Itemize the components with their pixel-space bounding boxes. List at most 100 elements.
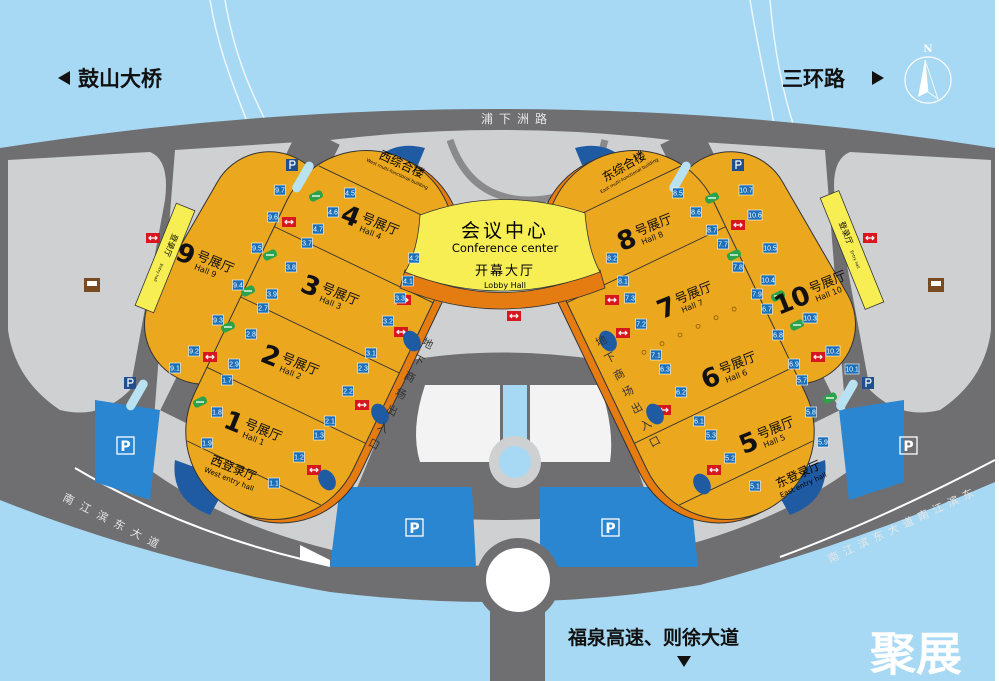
booth-3.1[interactable]: 3.1	[365, 347, 377, 359]
booth-7.2[interactable]: 7.2	[635, 318, 647, 330]
booth-6.2[interactable]: 6.2	[675, 386, 687, 398]
walkway-arrow-icon	[704, 192, 720, 204]
booth-6.7[interactable]: 6.7	[761, 303, 773, 315]
booth-3.8[interactable]: 3.8	[285, 261, 297, 273]
booth-number: 7.2	[636, 322, 646, 329]
exit-sign-icon	[203, 352, 217, 362]
direction-fuquan-expressway[interactable]: 福泉高速、则徐大道	[567, 626, 739, 649]
booth-number: 8.6	[691, 210, 701, 217]
booth-9.6[interactable]: 9.6	[267, 211, 279, 223]
booth-10.3[interactable]: 10.3	[802, 312, 818, 324]
booth-9.5[interactable]: 9.5	[251, 242, 263, 254]
underground-entrance-icon[interactable]	[643, 400, 668, 427]
booth-1.8[interactable]: 1.8	[211, 406, 223, 418]
roundabout-island	[486, 548, 550, 612]
booth-number: 9.2	[189, 349, 199, 356]
booth-4.6[interactable]: 4.6	[327, 206, 339, 218]
booth-4.2[interactable]: 4.2	[408, 252, 420, 264]
booth-2.7[interactable]: 2.7	[257, 302, 269, 314]
underground-entrance-icon[interactable]	[596, 327, 621, 354]
booth-number: 2.1	[325, 419, 335, 426]
booth-2.9[interactable]: 2.9	[228, 358, 240, 370]
booth-3.9[interactable]: 3.9	[266, 288, 278, 300]
walkway-arrow-icon	[192, 396, 208, 408]
booth-number: 6.7	[762, 307, 772, 314]
direction-third-ring-road[interactable]: 三环路	[782, 67, 846, 91]
booth-10.6[interactable]: 10.6	[747, 209, 763, 221]
booth-1.9[interactable]: 1.9	[201, 437, 213, 449]
parking-lot-label[interactable]: P	[405, 518, 424, 537]
light-blue-strip	[126, 379, 148, 411]
booth-2.1[interactable]: 2.1	[324, 415, 336, 427]
small-entry-hall-right[interactable]: 登录厅 Entry hall	[819, 190, 885, 310]
booth-7.1[interactable]: 7.1	[650, 349, 662, 361]
underground-entrance-icon[interactable]	[690, 470, 715, 497]
exit-sign-icon	[355, 400, 369, 410]
parking-letter: P	[605, 521, 615, 537]
booth-6.3[interactable]: 6.3	[659, 363, 671, 375]
booth-number: 4.2	[409, 256, 419, 263]
booth-3.2[interactable]: 3.2	[382, 315, 394, 327]
booth-10.4[interactable]: 10.4	[760, 274, 776, 286]
arrow-left-icon	[58, 71, 70, 85]
booth-5.8[interactable]: 5.8	[805, 406, 817, 418]
booth-10.7[interactable]: 10.7	[738, 184, 754, 196]
booth-7.3[interactable]: 7.3	[624, 292, 636, 304]
booth-5.3[interactable]: 5.3	[705, 429, 717, 441]
booth-8.6[interactable]: 8.6	[690, 206, 702, 218]
booth-5.2[interactable]: 5.2	[724, 452, 736, 464]
small-entry-hall-left[interactable]: 登录厅 Entry hall	[134, 202, 196, 314]
parking-lot-label[interactable]: P	[116, 436, 135, 455]
booth-7.7[interactable]: 7.7	[717, 238, 729, 250]
booth-2.3[interactable]: 2.3	[357, 362, 369, 374]
parking-lot-label[interactable]: P	[899, 436, 918, 455]
booth-7.8[interactable]: 7.8	[732, 261, 744, 273]
conference-center[interactable]: 会议中心 Conference center 开幕大厅 Lobby Hall	[399, 199, 606, 310]
booth-1.3[interactable]: 1.3	[313, 429, 325, 441]
booth-2.8[interactable]: 2.8	[245, 328, 257, 340]
booth-number: 8.2	[607, 256, 617, 263]
walkway-arrow-icon	[726, 249, 742, 261]
booth-3.3[interactable]: 3.3	[394, 292, 406, 304]
booth-8.5[interactable]: 8.5	[672, 187, 684, 199]
booth-9.1[interactable]: 9.1	[169, 362, 181, 374]
parking-lot-west	[95, 400, 160, 500]
booth-10.2[interactable]: 10.2	[825, 345, 841, 357]
booth-8.7[interactable]: 8.7	[706, 224, 718, 236]
booth-2.2[interactable]: 2.2	[342, 385, 354, 397]
booth-number: 6.3	[660, 367, 670, 374]
booth-number: 4.6	[328, 210, 338, 217]
road-edge-right	[779, 459, 996, 558]
booth-4.5[interactable]: 4.5	[344, 187, 356, 199]
booth-1.2[interactable]: 1.2	[293, 451, 305, 463]
booth-8.1[interactable]: 8.1	[617, 275, 629, 287]
booth-10.5[interactable]: 10.5	[762, 242, 778, 254]
booth-6.8[interactable]: 6.8	[772, 329, 784, 341]
booth-10.1[interactable]: 10.1	[844, 363, 860, 375]
underground-entrance-icon[interactable]	[315, 466, 340, 493]
parking-lot-label[interactable]: P	[601, 518, 620, 537]
booth-5.1[interactable]: 5.1	[749, 480, 761, 492]
booth-7.9[interactable]: 7.9	[751, 288, 763, 300]
booth-9.4[interactable]: 9.4	[232, 279, 244, 291]
booth-6.9[interactable]: 6.9	[788, 358, 800, 370]
booth-9.3[interactable]: 9.3	[212, 314, 224, 326]
parking-letter: P	[120, 439, 130, 455]
booth-1.1[interactable]: 1.1	[268, 477, 280, 489]
underground-entrance-icon[interactable]	[400, 327, 425, 354]
booth-5.7[interactable]: 5.7	[796, 374, 808, 386]
booth-6.1[interactable]: 6.1	[693, 415, 705, 427]
underground-entrance-icon[interactable]	[368, 400, 393, 427]
walkway-arrow-icon	[220, 321, 236, 333]
booth-3.7[interactable]: 3.7	[301, 237, 313, 249]
booth-9.7[interactable]: 9.7	[274, 184, 286, 196]
booth-1.7[interactable]: 1.7	[221, 374, 233, 386]
booth-4.7[interactable]: 4.7	[312, 223, 324, 235]
booth-9.2[interactable]: 9.2	[188, 345, 200, 357]
booth-8.2[interactable]: 8.2	[606, 252, 618, 264]
direction-gushan-bridge[interactable]: 鼓山大桥	[78, 67, 163, 91]
exit-sign-icon	[811, 352, 825, 362]
booth-4.1[interactable]: 4.1	[402, 275, 414, 287]
parking-sign-icon	[732, 159, 744, 171]
booth-5.9[interactable]: 5.9	[817, 436, 829, 448]
